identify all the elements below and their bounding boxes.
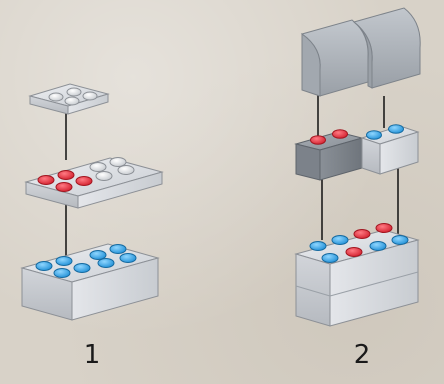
curved-slope-right: [352, 7, 421, 89]
curved-slope-left: [300, 19, 369, 97]
stud: [117, 165, 135, 175]
step-number-2: 2: [353, 340, 371, 370]
stud-blue: [391, 235, 409, 245]
brick-1x2-light: [360, 124, 420, 175]
plate-2x4: [24, 157, 164, 209]
stud-blue: [366, 130, 382, 140]
brick-stack-2x4: [294, 223, 420, 327]
stud-blue: [321, 253, 339, 263]
step-number-1: 1: [83, 340, 101, 370]
stud: [48, 92, 64, 102]
stud-blue: [53, 268, 71, 278]
stud-red: [375, 223, 393, 233]
stud-blue: [109, 244, 127, 254]
stud-red: [55, 182, 73, 192]
stud: [66, 87, 82, 97]
stud-red: [310, 135, 326, 145]
stud-blue: [388, 124, 404, 134]
brick-1x2-dark: [294, 129, 364, 181]
stud-blue: [35, 261, 53, 271]
stud: [95, 171, 113, 181]
stud: [89, 162, 107, 172]
stud-red: [75, 176, 93, 186]
stud: [82, 91, 98, 101]
stud-red: [57, 170, 75, 180]
stud-red: [353, 229, 371, 239]
stud-blue: [55, 256, 73, 266]
stud-red: [345, 247, 363, 257]
stud: [64, 96, 80, 106]
plate-2x2: [28, 83, 110, 115]
stud: [109, 157, 127, 167]
stud-red: [37, 175, 55, 185]
stud-red: [332, 129, 348, 139]
stud-blue: [119, 253, 137, 263]
stud-blue: [97, 258, 115, 268]
stud-blue: [73, 263, 91, 273]
stud-blue: [369, 241, 387, 251]
stud-blue: [309, 241, 327, 251]
brick-2x4: [20, 243, 160, 321]
stud-blue: [89, 250, 107, 260]
stud-blue: [331, 235, 349, 245]
